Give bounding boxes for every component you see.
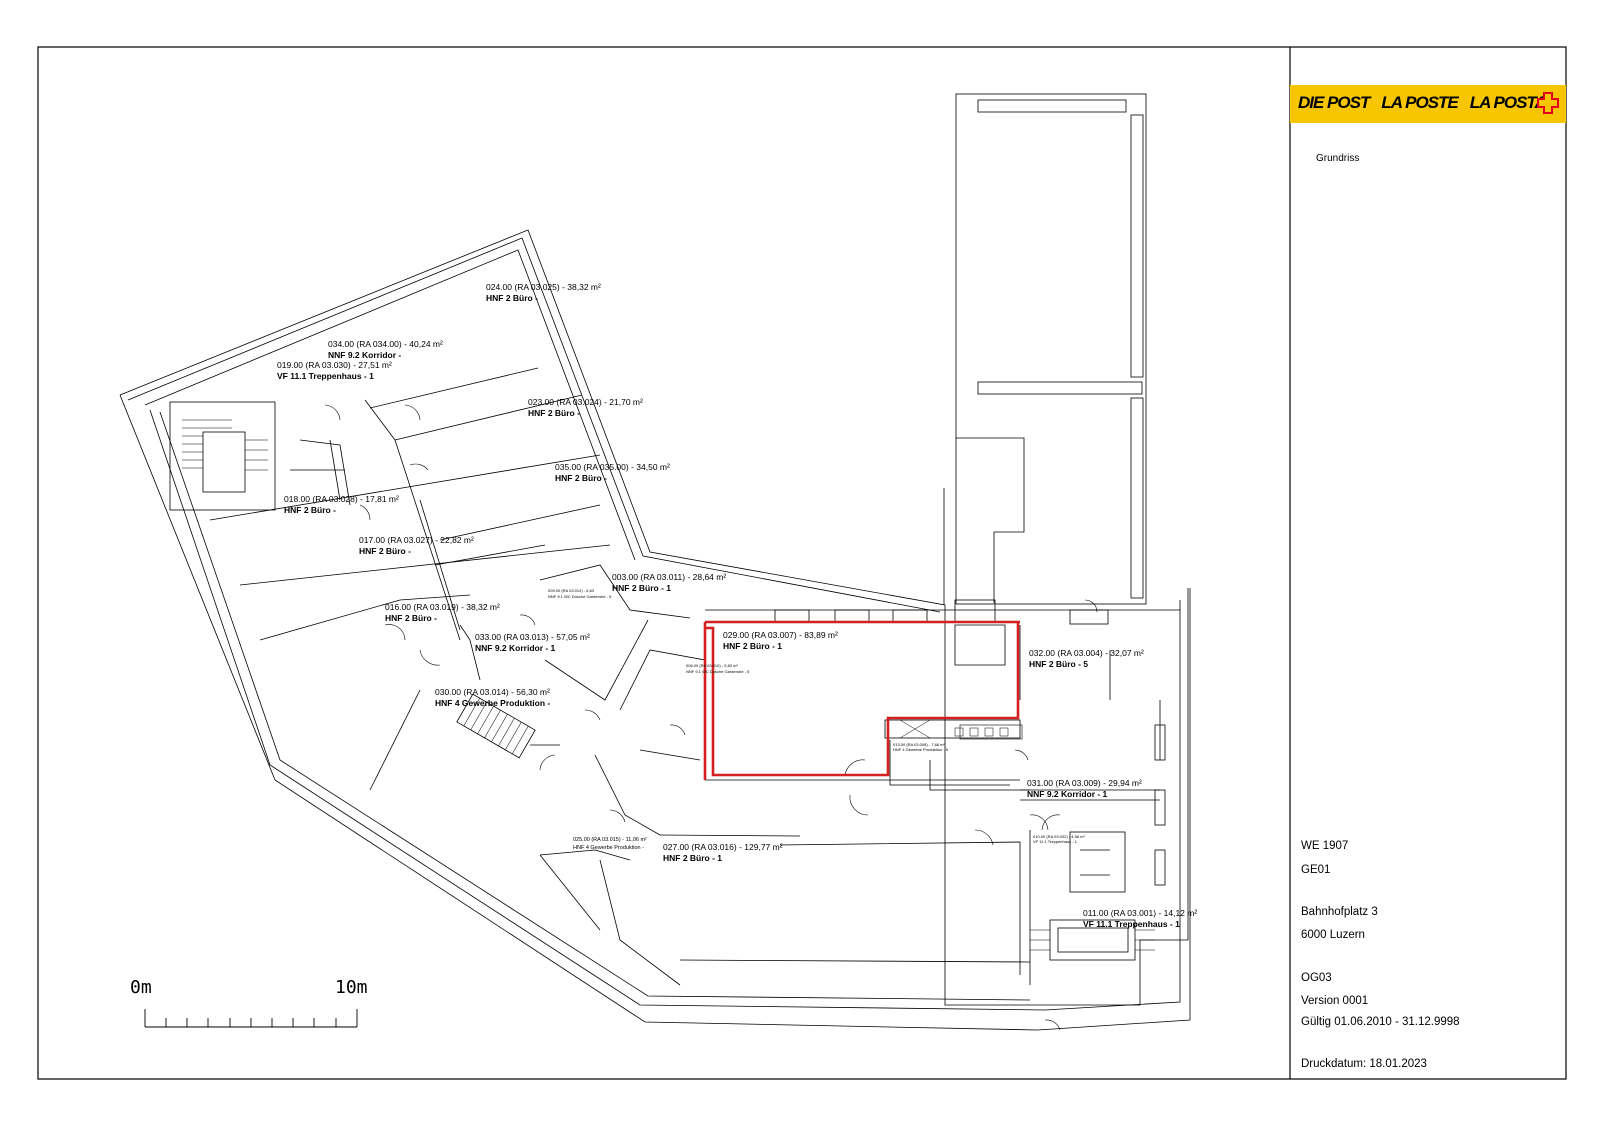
floor-plan <box>119 93 1191 1031</box>
title-block: DIE POST LA POSTE LA POSTA Grundriss WE 19… <box>1290 47 1566 1079</box>
logo-word-fr: LA POSTE <box>1381 93 1458 112</box>
scale-bar: 0m 10m <box>130 977 368 1028</box>
floor-label: OG03 <box>1301 972 1332 984</box>
logo-wordmark: DIE POST LA POSTE LA POSTA <box>1298 93 1558 113</box>
plan-title: Grundriss <box>1316 153 1360 164</box>
outer-wall-line-2 <box>119 394 1191 1031</box>
validity-label: Gültig 01.06.2010 - 31.12.9998 <box>1301 1016 1460 1028</box>
logo-word-de: DIE POST <box>1298 93 1370 112</box>
version-label: Version 0001 <box>1301 995 1369 1007</box>
building-id: WE 1907 <box>1301 840 1349 852</box>
post-logo: DIE POST LA POSTE LA POSTA <box>1290 85 1566 123</box>
city-address: 6000 Luzern <box>1301 929 1365 941</box>
swiss-cross-icon <box>1537 92 1559 114</box>
street-address: Bahnhofplatz 3 <box>1301 906 1378 918</box>
logo-word-it: LA POSTA <box>1469 93 1547 112</box>
scale-end-label: 10m <box>335 977 368 998</box>
highlighted-unit-outline <box>705 620 1020 777</box>
scale-start-label: 0m <box>130 977 152 998</box>
sheet-border <box>37 46 1567 1080</box>
print-date: Druckdatum: 18.01.2023 <box>1301 1058 1427 1070</box>
outer-wall-line-1 <box>119 229 1189 1006</box>
unit-id: GE01 <box>1301 864 1331 876</box>
